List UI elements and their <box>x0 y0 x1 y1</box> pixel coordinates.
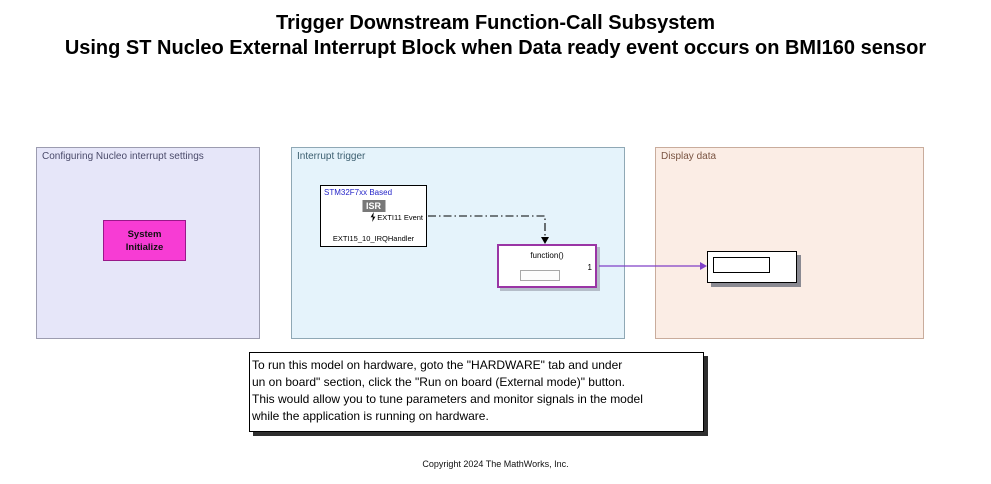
function-call-subsystem-block[interactable]: function() 1 <box>497 244 597 288</box>
external-interrupt-block[interactable]: STM32F7xx Based ISR EXTI11 Event EXTI15_… <box>320 185 427 247</box>
display-block[interactable] <box>707 251 797 283</box>
subsystem-inner-rect <box>520 270 560 281</box>
system-initialize-label-line1: System <box>127 228 162 240</box>
exti-output-port: EXTI11 Event <box>370 212 423 222</box>
area-display-data[interactable]: Display data <box>655 147 924 339</box>
hardware-instructions-note[interactable]: To run this model on hardware, goto the … <box>249 352 704 432</box>
model-title-line2: Using ST Nucleo External Interrupt Block… <box>64 37 927 59</box>
note-line-3: This would allow you to tune parameters … <box>252 392 643 406</box>
irq-handler-label: EXTI15_10_IRQHandler <box>332 234 415 243</box>
area-display-label: Display data <box>661 151 717 162</box>
model-title-line1: Trigger Downstream Function-Call Subsyst… <box>276 12 715 34</box>
area-trigger-label: Interrupt trigger <box>297 151 366 162</box>
note-line-4: while the application is running on hard… <box>252 409 489 423</box>
function-call-label: function() <box>530 251 564 260</box>
isr-badge: ISR <box>361 200 386 212</box>
display-value-field <box>713 257 770 273</box>
copyright-text: Copyright 2024 The MathWorks, Inc. <box>422 459 569 469</box>
system-initialize-block[interactable]: System Initialize <box>103 220 186 261</box>
system-initialize-label-line2: Initialize <box>125 241 164 253</box>
external-interrupt-title: STM32F7xx Based <box>324 188 393 197</box>
area-config-label: Configuring Nucleo interrupt settings <box>42 151 204 162</box>
exti-output-port-label: EXTI11 Event <box>377 212 423 222</box>
function-call-output-port-number: 1 <box>587 263 592 272</box>
note-line-2: un on board" section, click the "Run on … <box>252 375 625 389</box>
function-call-lightning-icon <box>370 212 376 222</box>
note-line-1: To run this model on hardware, goto the … <box>252 358 623 372</box>
model-title: Trigger Downstream Function-Call Subsyst… <box>0 11 991 61</box>
